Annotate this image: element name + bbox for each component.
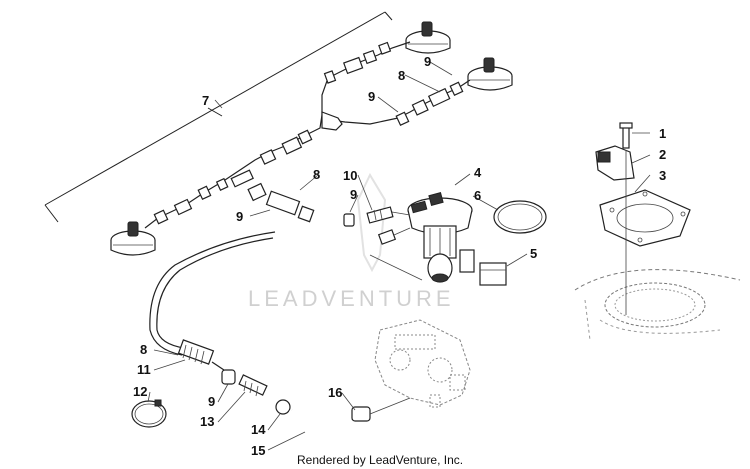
vent-hose-assembly bbox=[110, 21, 513, 256]
callout-4: 4 bbox=[474, 165, 482, 180]
hose-15 bbox=[289, 409, 355, 439]
fuel-pump-assembly bbox=[343, 192, 547, 286]
screw-1 bbox=[619, 122, 633, 149]
callout-12: 12 bbox=[133, 384, 147, 399]
engine-outline bbox=[374, 319, 471, 408]
fuel-filter-5 bbox=[479, 262, 507, 286]
callout-8-bottom: 8 bbox=[140, 342, 147, 357]
fitting-16 bbox=[351, 397, 411, 422]
callout-9-lower: 9 bbox=[208, 394, 215, 409]
gasket-6 bbox=[493, 200, 547, 234]
fitting-10 bbox=[366, 206, 394, 224]
callout-2: 2 bbox=[659, 147, 666, 162]
footer-credit: Rendered by LeadVenture, Inc. bbox=[297, 453, 463, 467]
callout-1: 1 bbox=[659, 126, 666, 141]
callout-9-pump: 9 bbox=[350, 187, 357, 202]
sensor-2 bbox=[595, 145, 635, 181]
callout-13: 13 bbox=[200, 414, 214, 429]
callout-8-top: 8 bbox=[398, 68, 405, 83]
watermark-text: LEADVENTURE bbox=[248, 286, 455, 311]
vent-valve-top bbox=[405, 21, 451, 54]
callout-9-upper: 9 bbox=[368, 89, 375, 104]
callout-10: 10 bbox=[343, 168, 357, 183]
clamp-14 bbox=[275, 399, 291, 415]
callout-16: 16 bbox=[328, 385, 342, 400]
callout-5: 5 bbox=[530, 246, 537, 261]
fuel-gauge-sender-group bbox=[574, 122, 741, 341]
clamp-9-pump bbox=[343, 213, 355, 227]
assembly-bracket bbox=[44, 11, 393, 223]
callout-7: 7 bbox=[202, 93, 209, 108]
watermark-logo: LEADVENTURE bbox=[248, 172, 455, 311]
gasket-plate-3 bbox=[599, 189, 691, 247]
callout-9-left: 9 bbox=[236, 209, 243, 224]
callout-3: 3 bbox=[659, 168, 666, 183]
callout-labels: 1 2 3 4 5 6 7 8 8 8 9 9 9 9 9 10 11 12 1… bbox=[133, 54, 666, 458]
fuel-supply-hose bbox=[149, 231, 411, 439]
hose-clamp-12 bbox=[131, 399, 167, 428]
vent-valve-right bbox=[467, 57, 513, 91]
callout-14: 14 bbox=[251, 422, 266, 437]
quick-connector-11 bbox=[177, 339, 225, 371]
callout-11: 11 bbox=[137, 362, 151, 377]
callout-6: 6 bbox=[474, 188, 481, 203]
callout-8-middle: 8 bbox=[313, 167, 320, 182]
vent-valve-left bbox=[110, 221, 156, 256]
callout-9-top: 9 bbox=[424, 54, 431, 69]
callout-15: 15 bbox=[251, 443, 265, 458]
tank-opening bbox=[574, 269, 741, 341]
fitting-13 bbox=[238, 374, 268, 397]
leader-lines bbox=[147, 61, 651, 451]
clamp-9-lower bbox=[221, 369, 236, 385]
